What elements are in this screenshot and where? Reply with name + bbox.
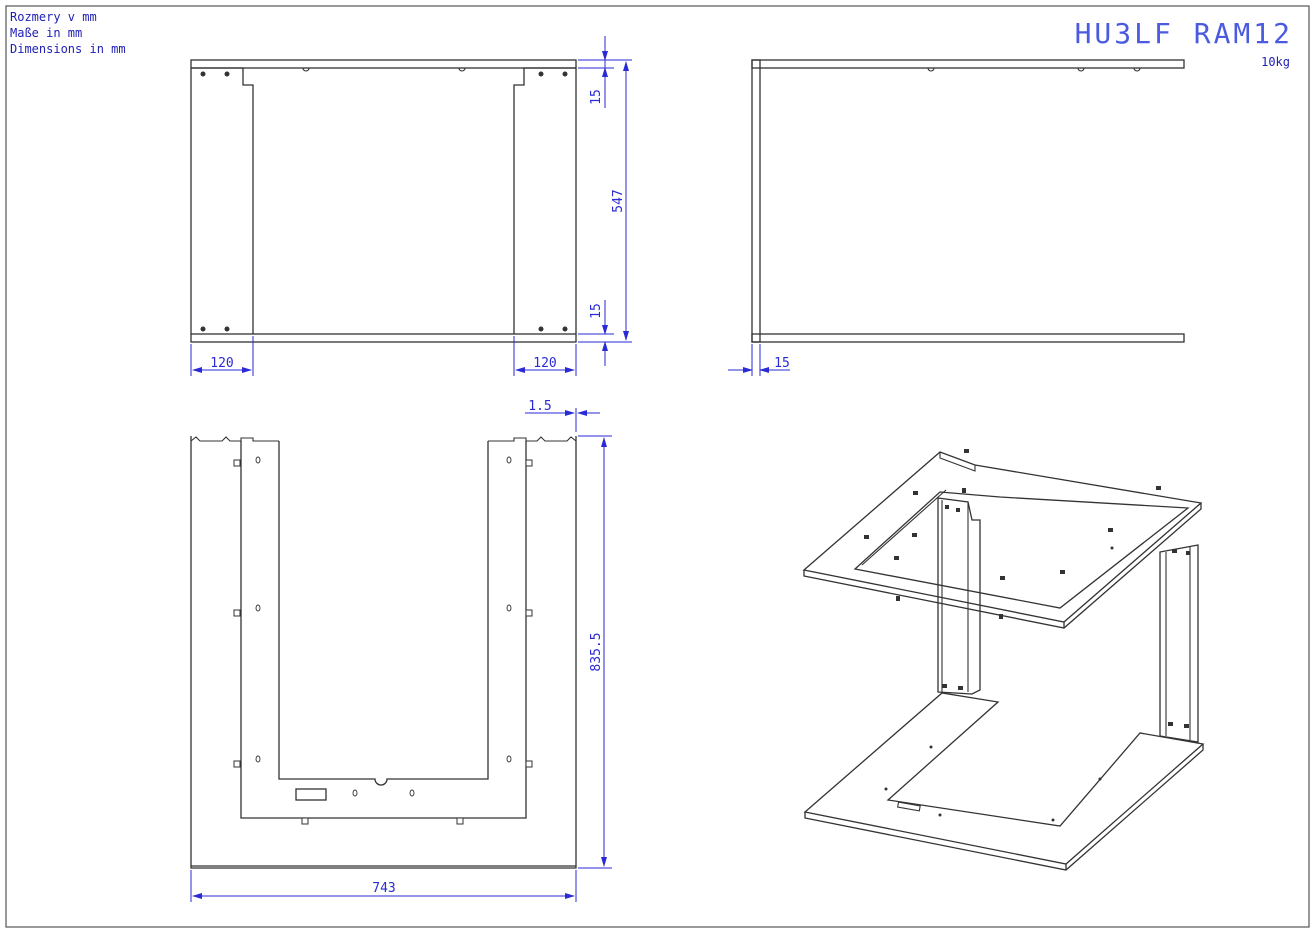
front-bottom-plate <box>190 333 577 343</box>
note-line-de: Maße in mm <box>10 26 82 40</box>
units-note: Rozmery v mm Maße in mm Dimensions in mm <box>10 10 126 56</box>
front-left-bracket <box>190 67 254 334</box>
side-view <box>751 59 1185 343</box>
plan-u-cutout <box>278 441 489 786</box>
plan-outer-plate <box>190 436 577 869</box>
dim-height-span: 547 <box>611 189 626 212</box>
side-view-dimensions: 15 <box>728 344 790 376</box>
note-line-cz: Rozmery v mm <box>10 10 97 24</box>
plan-view <box>190 436 577 869</box>
sheet-border <box>5 5 1310 928</box>
iso-bottom-plate <box>803 692 1205 871</box>
front-view <box>190 59 577 343</box>
dim-side-flange: 15 <box>774 356 790 371</box>
iso-top-frame <box>802 451 1203 629</box>
weight-label: 10kg <box>1261 55 1290 69</box>
iso-left-bracket <box>937 497 981 695</box>
drawing-title: HU3LF RAM12 <box>1075 17 1293 50</box>
dim-sheet-thickness: 1.5 <box>528 399 551 414</box>
plan-u-outline <box>240 441 527 819</box>
iso-right-bracket <box>1159 544 1199 743</box>
plan-view-dimensions: 1.5 835.5 743 <box>190 399 612 902</box>
front-right-bracket <box>513 67 577 334</box>
iso-fixtures <box>864 449 1190 822</box>
side-bracket <box>751 59 761 343</box>
dim-plan-depth: 835.5 <box>589 632 604 671</box>
dim-top-flange: 15 <box>589 89 604 105</box>
dim-plan-width: 743 <box>372 881 395 896</box>
front-view-dimensions: 547 15 15 120 120 <box>190 36 632 376</box>
dim-left-bracket-width: 120 <box>210 356 233 371</box>
front-top-plate <box>190 59 577 69</box>
note-line-en: Dimensions in mm <box>10 42 126 56</box>
plan-slot <box>295 788 327 801</box>
isometric-view <box>802 449 1205 871</box>
side-top-plate <box>751 59 1185 69</box>
dim-bottom-flange: 15 <box>589 303 604 319</box>
dim-right-bracket-width: 120 <box>533 356 556 371</box>
side-bottom-plate <box>751 333 1185 343</box>
